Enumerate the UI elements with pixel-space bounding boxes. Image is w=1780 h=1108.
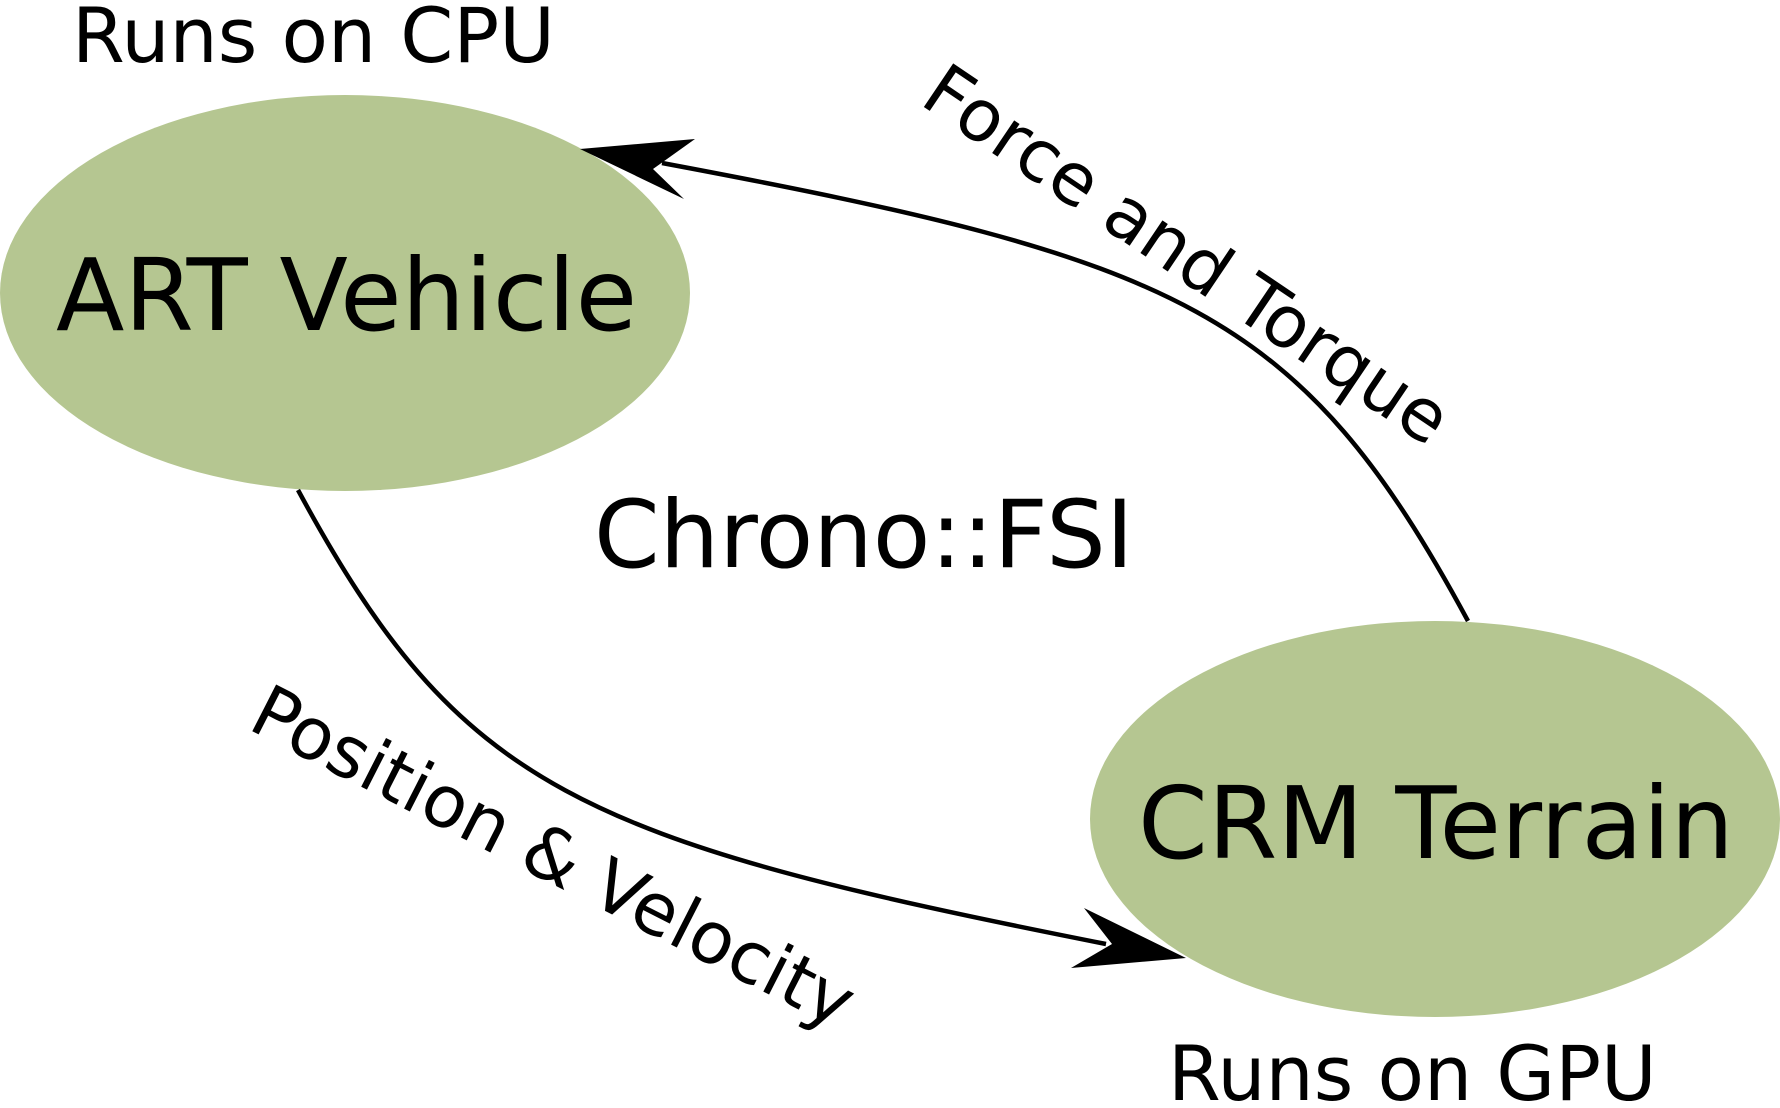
art-runs-on-label: Runs on CPU: [72, 0, 555, 80]
position-velocity-edge: [296, 488, 1107, 947]
force-torque-edge: [661, 160, 1470, 623]
force-torque-label: Force and Torque: [908, 47, 1465, 461]
center-label: Chrono::FSI: [594, 481, 1134, 590]
force-torque-arrowhead: [580, 139, 695, 199]
crm-terrain-node[interactable]: [1090, 621, 1780, 1017]
position-velocity-label: Position & Velocity: [238, 668, 868, 1045]
crm-terrain-label: CRM Terrain: [1138, 765, 1734, 882]
art-vehicle-label: ART Vehicle: [56, 237, 637, 354]
crm-runs-on-label: Runs on GPU: [1168, 1029, 1657, 1108]
art-vehicle-node[interactable]: [0, 95, 690, 491]
position-velocity-arrowhead: [1071, 908, 1186, 968]
